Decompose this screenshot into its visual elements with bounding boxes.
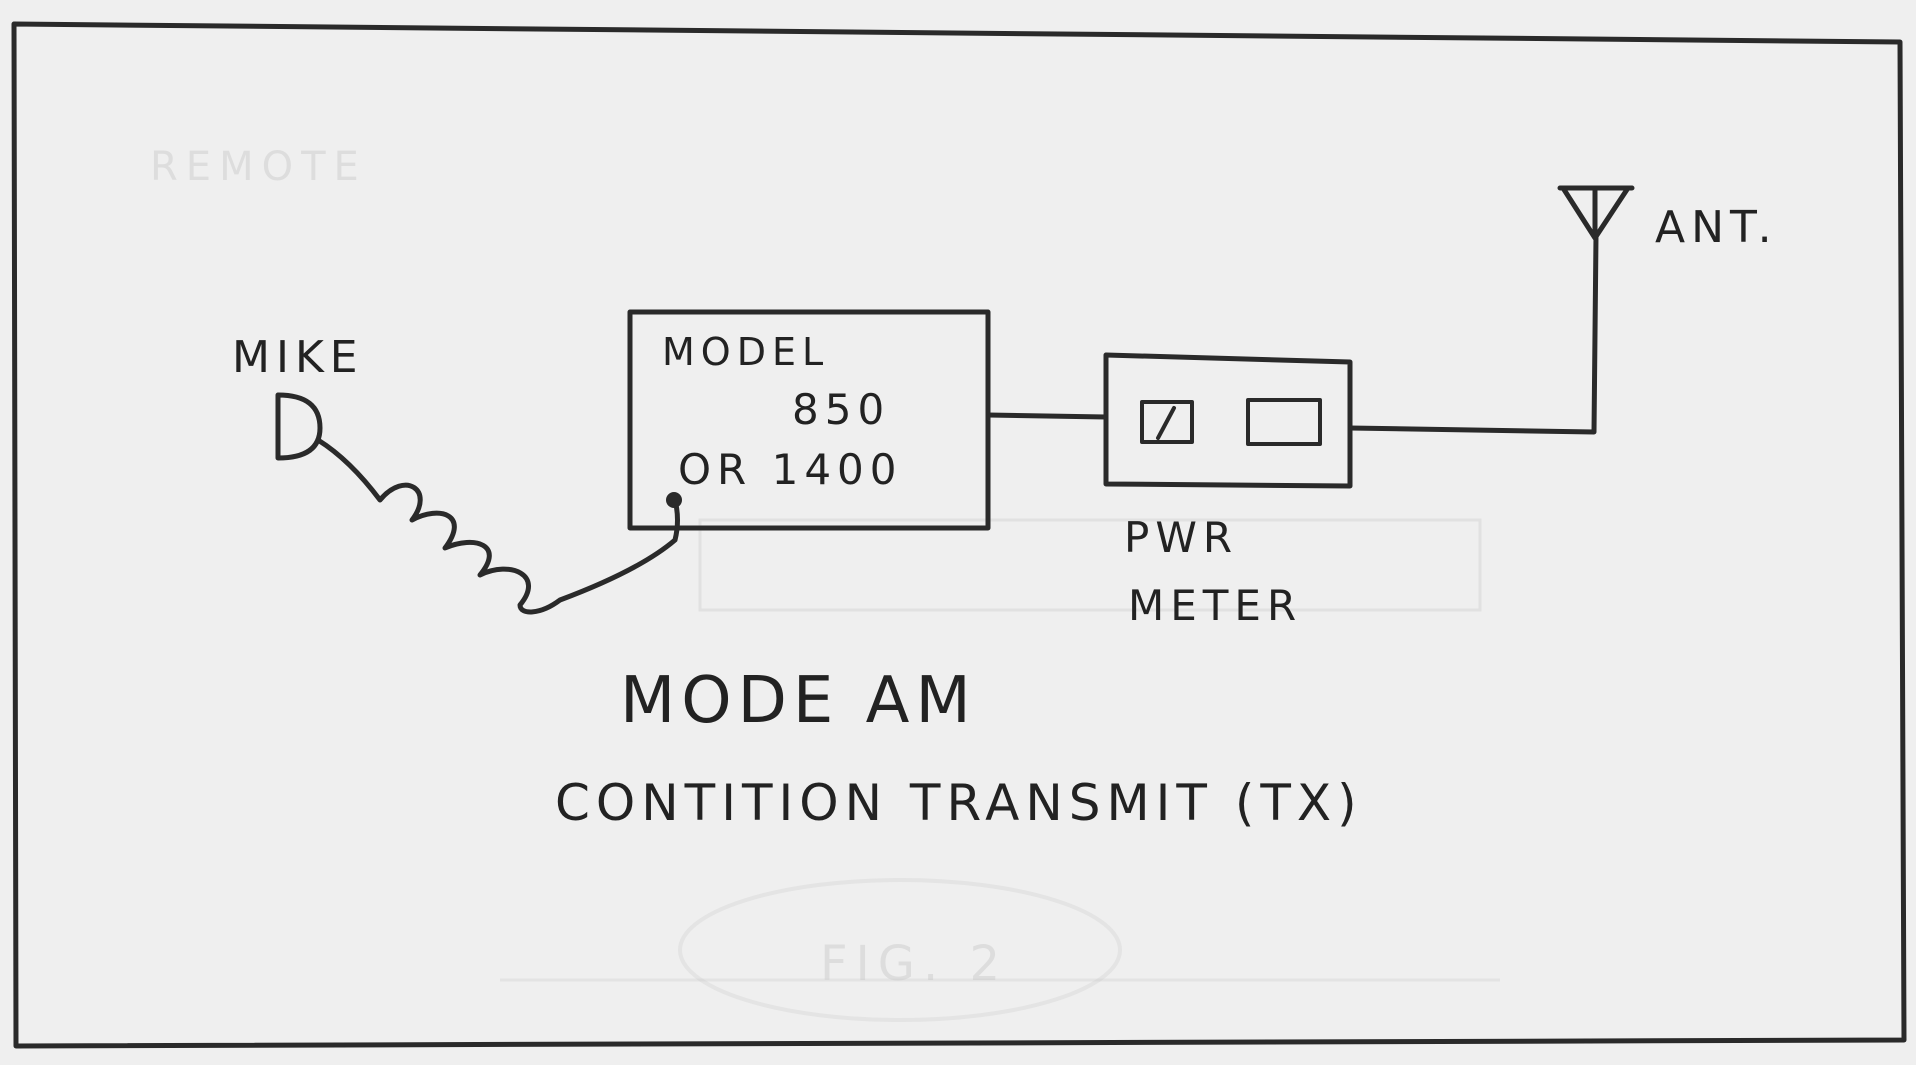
svg-text:FIG. 2: FIG. 2 [820, 936, 1008, 992]
svg-text:REMOTE: REMOTE [150, 144, 367, 190]
mic-jack-dot [666, 492, 682, 508]
bleed-through-marks: REMOTE FIG. 2 [150, 144, 1500, 1022]
antenna-label: ANT. [1655, 202, 1778, 253]
page-border [11, 21, 1907, 1049]
mike-label: MIKE [232, 332, 364, 383]
microphone-icon [275, 392, 323, 461]
model-label: MODEL [662, 330, 829, 374]
meter-gauge-icon [1140, 400, 1194, 444]
model-radio-box [627, 309, 991, 531]
model-number-850: 850 [792, 385, 890, 434]
pwr-label: PWR [1124, 513, 1238, 562]
condition-label: CONTITION TRANSMIT (TX) [555, 774, 1363, 832]
meter-display-window [1246, 398, 1322, 446]
coax-model-to-meter [985, 412, 1109, 420]
power-meter-box [1103, 352, 1353, 489]
mic-coiled-cable [315, 437, 680, 615]
antenna-icon [1557, 185, 1635, 241]
mode-label: MODE AM [620, 664, 977, 738]
coax-meter-to-antenna [1347, 233, 1599, 435]
model-number-1400: OR 1400 [678, 445, 902, 494]
meter-label: METER [1128, 581, 1302, 630]
